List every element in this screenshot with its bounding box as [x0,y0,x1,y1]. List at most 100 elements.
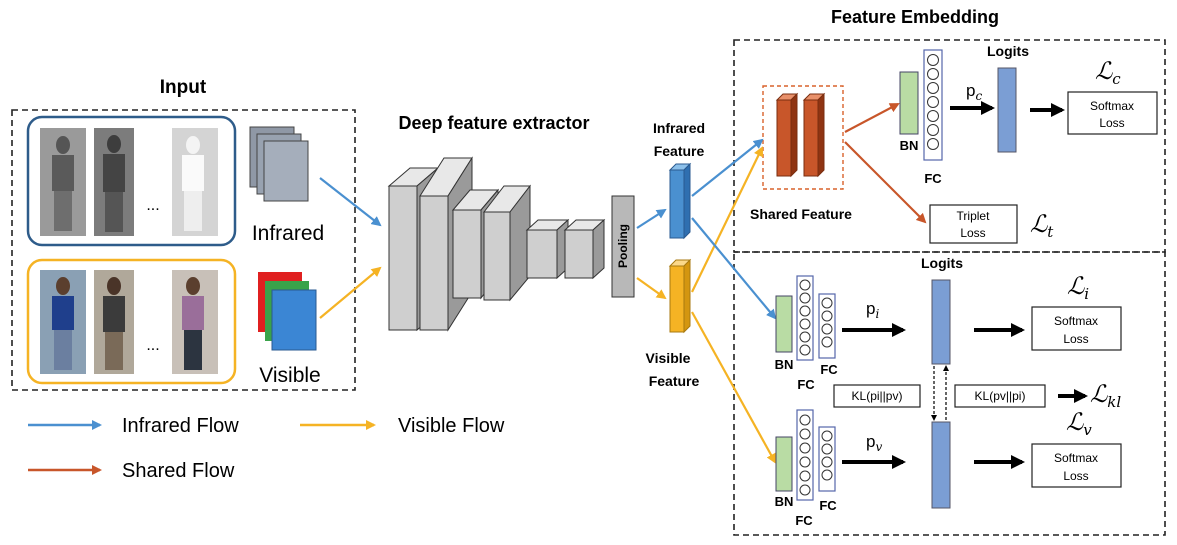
visible-logits-bar [931,421,951,509]
loss-i-symbol: ℒi [1067,272,1089,303]
cnn-layer-4 [482,184,532,302]
embedding-panel-bottom [733,251,1166,536]
loss-kl-sub: kl [1107,393,1121,411]
visible-feature-block [668,258,692,334]
infrared-person-head-3 [186,136,200,154]
pool-to-infrared-arrow [636,208,667,229]
visible-input-label: Visible [259,364,320,387]
infrared-bn-layer [775,295,793,353]
visible-person-legs-1 [54,330,72,370]
shared-fc-label: FC [924,171,942,186]
visible-feature-label-1: Visible [646,350,691,366]
loss-i-L: ℒ [1067,272,1085,300]
visible-to-shared-arrow [691,146,763,293]
loss-kl-symbol: ℒkl [1090,380,1121,411]
infrared-input-arrow [319,177,382,227]
pv-label: pv [866,432,882,454]
triplet-loss-line2: Loss [960,226,985,240]
pv-p: p [866,432,875,451]
shared-to-triplet-arrow [844,141,927,224]
infrared-person-head-2 [107,135,121,153]
visible-person-body-2 [103,296,125,332]
infrared-person-legs-3 [184,191,202,231]
visible-person-head-1 [56,277,70,295]
softmax-loss-i-line1: Softmax [1054,314,1098,328]
legend-visible-label: Visible Flow [398,415,505,437]
visible-fc-label-1: FC [795,513,813,528]
loss-t-sub: t [1047,223,1054,241]
visible-person-legs-2 [105,332,123,370]
embedding-panel-top [733,39,1166,253]
softmax-loss-v-box [1031,443,1122,488]
embedding-title: Feature Embedding [831,7,999,27]
loss-t-symbol: ℒt [1030,210,1054,241]
pi-p: p [866,299,875,318]
infrared-stack-icon [249,126,309,202]
pi-sub: i [875,307,879,321]
softmax-loss-c-line2: Loss [1099,116,1124,130]
infrared-to-shared-arrow [691,138,764,197]
pi-label: pi [866,299,879,321]
shared-feature-label: Shared Feature [750,206,852,222]
cnn-layers [387,156,606,332]
loss-v-sub: v [1083,421,1092,439]
kl-pv-pi-box [954,384,1046,408]
infrared-person-head-1 [56,136,70,154]
softmax-loss-c-line1: Softmax [1090,99,1134,113]
visible-person-head-2 [107,277,121,295]
triplet-loss-line1: Triplet [957,209,991,223]
visible-feature-label-2: Feature [649,373,700,389]
visible-bn-label: BN [775,494,794,509]
cnn-layer-6 [563,218,606,280]
kl-pi-pv-box [833,384,921,408]
shared-logits-bar [997,67,1017,153]
visible-person-head-3 [186,277,200,295]
infrared-input-label: Infrared [252,222,324,245]
pv-sub: v [875,440,882,454]
pooling-label: Pooling [616,224,630,268]
infrared-feature-label-1: Infrared [653,120,705,136]
infrared-bn-label: BN [775,357,794,372]
infrared-feature-block [668,162,692,240]
infrared-feature-label-2: Feature [654,143,705,159]
infrared-person-body-3 [182,155,204,191]
infrared-fc-label-2: FC [820,362,838,377]
visible-person-body-1 [52,296,74,330]
loss-c-L: ℒ [1095,57,1113,85]
softmax-loss-c-box [1067,91,1158,135]
visible-person-images: ... [40,270,218,374]
infrared-person-images: ... [40,128,218,236]
visible-person-legs-3 [184,330,202,370]
extractor-title: Deep feature extractor [398,113,589,133]
infrared-fc-layer-2 [818,293,836,359]
loss-kl-L: ℒ [1090,380,1108,408]
infrared-to-branch-arrow [691,217,777,320]
visible-person-body-3 [182,296,204,330]
visible-bn-layer [775,436,793,492]
pooling-layer [611,195,635,298]
kl-pi-pv-label: KL(pi||pv) [852,389,903,403]
shared-feature-box [762,85,844,190]
input-title: Input [160,77,207,98]
legend: Infrared Flow Visible Flow Shared Flow [28,415,505,482]
infrared-fc-layer-1 [796,275,814,361]
infrared-person-legs-1 [54,191,72,231]
loss-v-L: ℒ [1066,408,1084,436]
softmax-loss-i-box [1031,306,1122,351]
shared-fc-layer [923,49,943,161]
branch-logits-label: Logits [921,255,963,271]
visible-input-arrow [319,266,382,319]
loss-c-symbol: ℒc [1095,57,1121,88]
infrared-person-body-2 [103,154,125,192]
shared-to-bn-arrow [844,103,900,133]
loss-v-symbol: ℒv [1066,408,1092,439]
infrared-ellipsis: ... [146,197,159,214]
pc-p: p [966,81,975,100]
visible-ellipsis: ... [146,337,159,354]
visible-stack-icon [258,272,317,351]
shared-bn-layer [899,71,919,135]
legend-infrared-label: Infrared Flow [122,415,239,437]
softmax-loss-i-line2: Loss [1063,332,1088,346]
loss-i-sub: i [1084,285,1089,303]
visible-fc-label-2: FC [819,498,837,513]
